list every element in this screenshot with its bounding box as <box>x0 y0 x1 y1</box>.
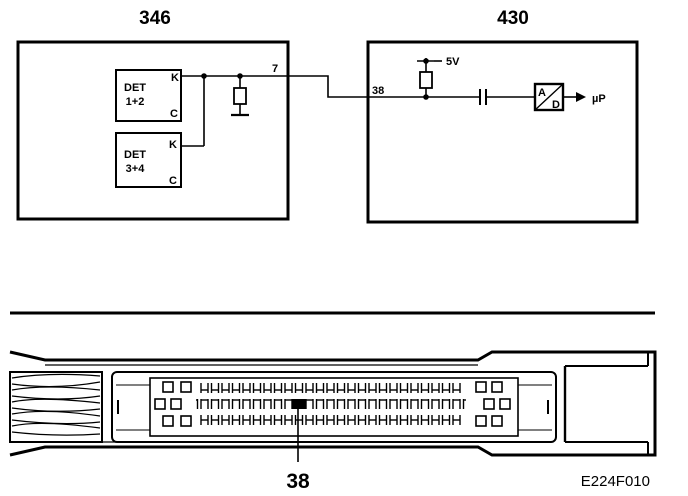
det-1-2-c-pin: C <box>170 108 178 120</box>
figure-code: E224F010 <box>581 473 650 490</box>
adc-d-label: D <box>552 99 560 111</box>
det-3-4-c-pin: C <box>169 175 177 187</box>
adc-a-label: A <box>538 87 546 99</box>
wire-bundle <box>9 371 103 443</box>
module-430-label: 430 <box>497 8 529 29</box>
det-1-2-title: DET <box>124 82 146 94</box>
junction-dot <box>201 73 207 79</box>
module-430: 430 38 5V A D <box>366 8 639 224</box>
det-3-4-title: DET <box>124 149 146 161</box>
det-3-4-block: DET 3+4 K C <box>115 132 182 188</box>
module-430-box <box>366 40 639 224</box>
module-346-label: 346 <box>139 8 171 29</box>
module-346-box <box>16 40 290 221</box>
pin-38-label: 38 <box>372 85 384 97</box>
adc-block: A D <box>533 82 565 112</box>
det-3-4-k-pin: K <box>169 139 177 151</box>
connector <box>9 350 657 457</box>
guide-pins-right <box>475 381 511 427</box>
guide-pins-left <box>154 381 192 427</box>
schematic: 346 DET 1+2 K C DET 3+4 K C <box>16 8 639 224</box>
junction-dot <box>237 73 243 79</box>
det-1-2-k-pin: K <box>171 72 179 84</box>
wire-7-label: 7 <box>272 63 278 75</box>
receptacle <box>563 352 649 455</box>
det-1-2-number: 1+2 <box>126 96 145 108</box>
module-346: 346 DET 1+2 K C DET 3+4 K C <box>16 8 290 221</box>
junction-dot <box>423 94 429 100</box>
supply-5v-label: 5V <box>446 56 460 68</box>
pin-header <box>149 377 519 437</box>
interconnect-wire <box>288 75 368 98</box>
arrow-right-icon <box>576 92 586 102</box>
pin-row-middle <box>196 399 466 409</box>
microprocessor-label: µP <box>592 93 606 105</box>
pin-38-highlight <box>292 399 306 409</box>
pin-row-bottom <box>200 415 462 425</box>
module-346-wiring <box>181 75 288 147</box>
supply-node <box>423 58 429 64</box>
det-3-4-number: 3+4 <box>126 163 146 175</box>
connector-housing <box>9 350 657 457</box>
pin-row-top <box>200 383 462 393</box>
det-1-2-block: DET 1+2 K C <box>115 69 182 122</box>
pin-38-callout: 38 <box>286 470 310 493</box>
